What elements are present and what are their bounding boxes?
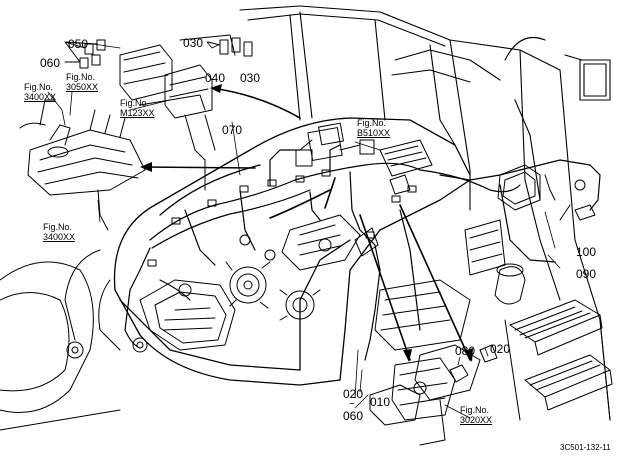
hood-outline (113, 117, 471, 386)
part-label-050: 050 (68, 37, 89, 51)
fig-ref-3020xx: Fig.No. 3020XX (460, 405, 493, 425)
part-label-020-lower: 020 (343, 387, 364, 401)
fig-ref-3050xx: Fig.No. 3050XX (66, 72, 99, 92)
front-wheel (0, 261, 121, 431)
top-connectors (207, 37, 253, 57)
fig-ref-m123xx: Fig.No. M123XX (120, 98, 155, 118)
part-label-030: 030 (183, 36, 204, 50)
part-label-060-lower: 060 (343, 409, 364, 423)
relay-cluster (295, 122, 375, 167)
cab-steps (504, 299, 613, 421)
relay-bracket (119, 34, 236, 191)
part-label-020: 020 (490, 342, 511, 356)
grille (64, 249, 236, 351)
steering-column (497, 164, 596, 221)
part-label-070: 070 (222, 123, 243, 137)
part-label-080: 080 (455, 344, 476, 358)
diagram-code: 3C501-132-11 (560, 443, 611, 452)
cab-frame (239, 5, 611, 421)
fig-ref-3400xx-lower: Fig.No. 3400XX (43, 222, 76, 242)
fig-ref-3400xx-upper: Fig.No. 3400XX (24, 82, 57, 102)
console-box (464, 219, 526, 305)
part-label-060: 060 (40, 56, 61, 70)
part-label-010: 010 (370, 395, 391, 409)
leader-lines (47, 41, 561, 419)
reference-arrows (141, 87, 471, 361)
part-label-090: 090 (576, 267, 597, 281)
part-label-040: 040 (205, 71, 226, 85)
bottom-assembly (391, 344, 498, 421)
fig-ref-b510xx: Fig.No. B510XX (357, 118, 391, 138)
part-label-030-secondary: 030 (240, 71, 261, 85)
fuse-block (379, 139, 433, 195)
alternator (225, 261, 321, 321)
starter (281, 214, 379, 271)
harness-clips (132, 169, 417, 353)
lower-body (369, 279, 481, 446)
part-label-100: 100 (576, 245, 597, 259)
fuse-connectors (64, 39, 106, 69)
range-tilde: ~ (349, 399, 355, 410)
arrowheads (140, 84, 473, 362)
engine-head-inset (19, 99, 146, 231)
